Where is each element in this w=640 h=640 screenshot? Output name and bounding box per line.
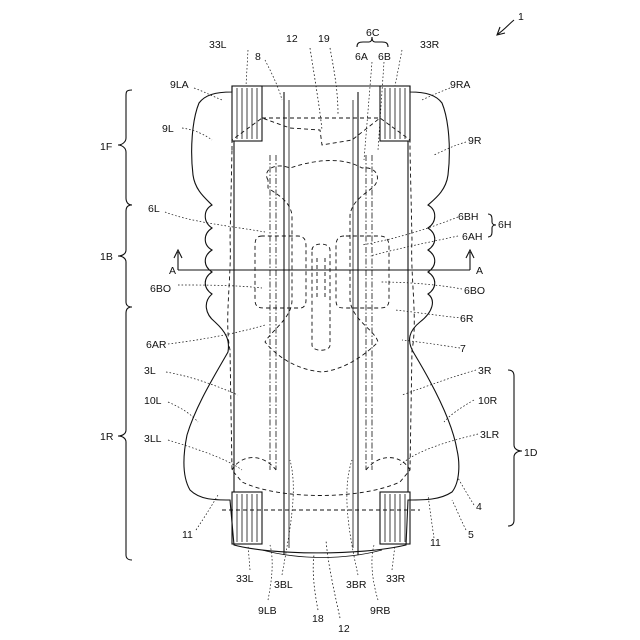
label-6bo-left: 6BO: [150, 283, 171, 295]
label-3ll: 3LL: [144, 433, 162, 445]
absorbent-core-outline: [228, 118, 415, 496]
label-12-top: 12: [286, 33, 298, 45]
label-1d: 1D: [524, 447, 538, 459]
label-18: 18: [312, 613, 324, 625]
label-a-left: A: [169, 265, 176, 277]
label-6bh: 6BH: [458, 211, 478, 223]
label-9la: 9LA: [170, 79, 189, 91]
label-9rb: 9RB: [370, 605, 390, 617]
bracket-front: [118, 90, 132, 205]
label-ref-main: 1: [518, 11, 524, 23]
label-9r: 9R: [468, 135, 482, 147]
seam-line-19: [330, 48, 338, 115]
seam-line-12-bottom: [326, 540, 340, 618]
left-pocket: [255, 236, 306, 308]
label-10r: 10R: [478, 395, 498, 407]
label-6r: 6R: [460, 313, 474, 325]
label-3lr: 3LR: [480, 429, 500, 441]
central-cushion: [265, 161, 378, 373]
outer-outline: [184, 86, 459, 553]
label-a-right: A: [476, 265, 483, 277]
label-1f: 1F: [100, 141, 112, 153]
label-3br: 3BR: [346, 579, 367, 591]
label-6b: 6B: [378, 51, 391, 63]
label-9lb: 9LB: [258, 605, 277, 617]
label-11-right: 11: [430, 537, 441, 549]
bracket-rear: [118, 307, 132, 560]
label-1b: 1B: [100, 251, 113, 263]
ear-block-front-left: [232, 86, 262, 141]
label-6h: 6H: [498, 219, 511, 231]
bracket-hip: [488, 214, 496, 237]
leader-lines: [165, 50, 478, 600]
label-6l: 6L: [148, 203, 160, 215]
label-6bo-right: 6BO: [464, 285, 485, 297]
central-slot-inner: [317, 258, 325, 300]
label-11-left: 11: [182, 529, 193, 541]
label-1r: 1R: [100, 431, 114, 443]
label-33r-top: 33R: [420, 39, 440, 51]
central-slot: [312, 244, 330, 350]
label-12-bottom: 12: [338, 623, 350, 635]
label-6c: 6C: [366, 27, 380, 39]
label-6ar: 6AR: [146, 339, 167, 351]
seam-line-18: [313, 555, 318, 610]
label-19: 19: [318, 33, 330, 45]
ear-block-front-right: [380, 86, 410, 141]
ear-block-rear-left: [232, 492, 262, 544]
main-ref-arrow: [498, 20, 514, 34]
label-8: 8: [255, 51, 261, 63]
bracket-back: [118, 205, 132, 307]
label-5: 5: [468, 529, 474, 541]
label-3bl: 3BL: [274, 579, 293, 591]
lower-left-curve: [232, 458, 276, 470]
label-9l: 9L: [162, 123, 174, 135]
label-7: 7: [460, 343, 466, 355]
label-10l: 10L: [144, 395, 162, 407]
label-3l: 3L: [144, 365, 156, 377]
label-6a: 6A: [355, 51, 368, 63]
label-33r-bottom: 33R: [386, 573, 406, 585]
label-3r: 3R: [478, 365, 492, 377]
label-33l-top: 33L: [209, 39, 227, 51]
ear-block-rear-right: [380, 492, 410, 544]
bracket-diaper: [508, 370, 522, 526]
label-4: 4: [476, 501, 482, 513]
lower-right-curve: [366, 458, 410, 470]
label-33l-bottom: 33L: [236, 573, 254, 585]
label-9ra: 9RA: [450, 79, 470, 91]
right-pocket: [336, 236, 389, 308]
label-6ah: 6AH: [462, 231, 482, 243]
